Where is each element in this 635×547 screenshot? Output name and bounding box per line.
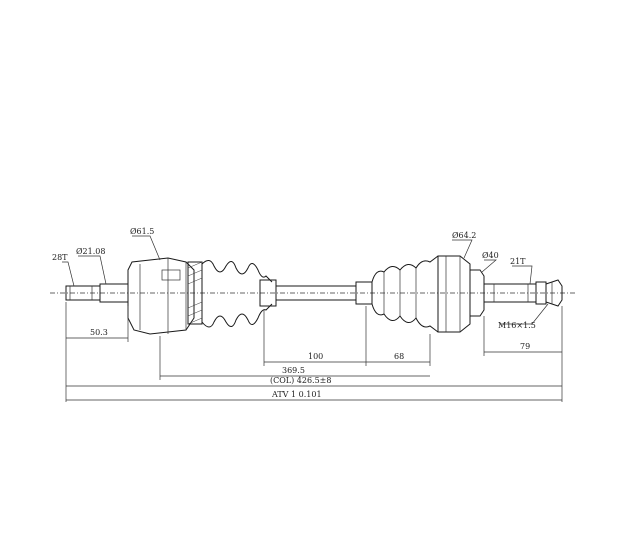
label-dia-inner-joint: Ø64.2 <box>452 231 476 240</box>
label-dim-col: (COL) 426.5±8 <box>270 376 331 385</box>
label-thread: M16×1.5 <box>498 321 536 330</box>
outer-cv-joint <box>127 257 203 335</box>
dimensions <box>65 302 563 402</box>
label-dim-369: 369.5 <box>282 366 305 375</box>
label-dim-68: 68 <box>394 352 404 361</box>
label-dia-right-shaft: Ø40 <box>482 251 499 260</box>
right-spline-stub <box>483 279 563 307</box>
label-dim-50: 50.3 <box>90 328 108 337</box>
label-dim-total: ATV 1 0.101 <box>271 390 322 399</box>
label-dia-left-shaft: Ø21.08 <box>76 247 105 256</box>
label-dim-100: 100 <box>308 352 323 361</box>
right-boot <box>371 255 439 333</box>
leaders <box>62 235 549 325</box>
label-spline-left: 28T <box>52 253 68 262</box>
inner-cv-joint <box>437 255 485 333</box>
label-dim-79: 79 <box>520 342 530 351</box>
label-dia-outer-joint: Ø61.5 <box>130 227 154 236</box>
label-spline-right: 21T <box>510 257 526 266</box>
left-boot <box>201 260 277 328</box>
